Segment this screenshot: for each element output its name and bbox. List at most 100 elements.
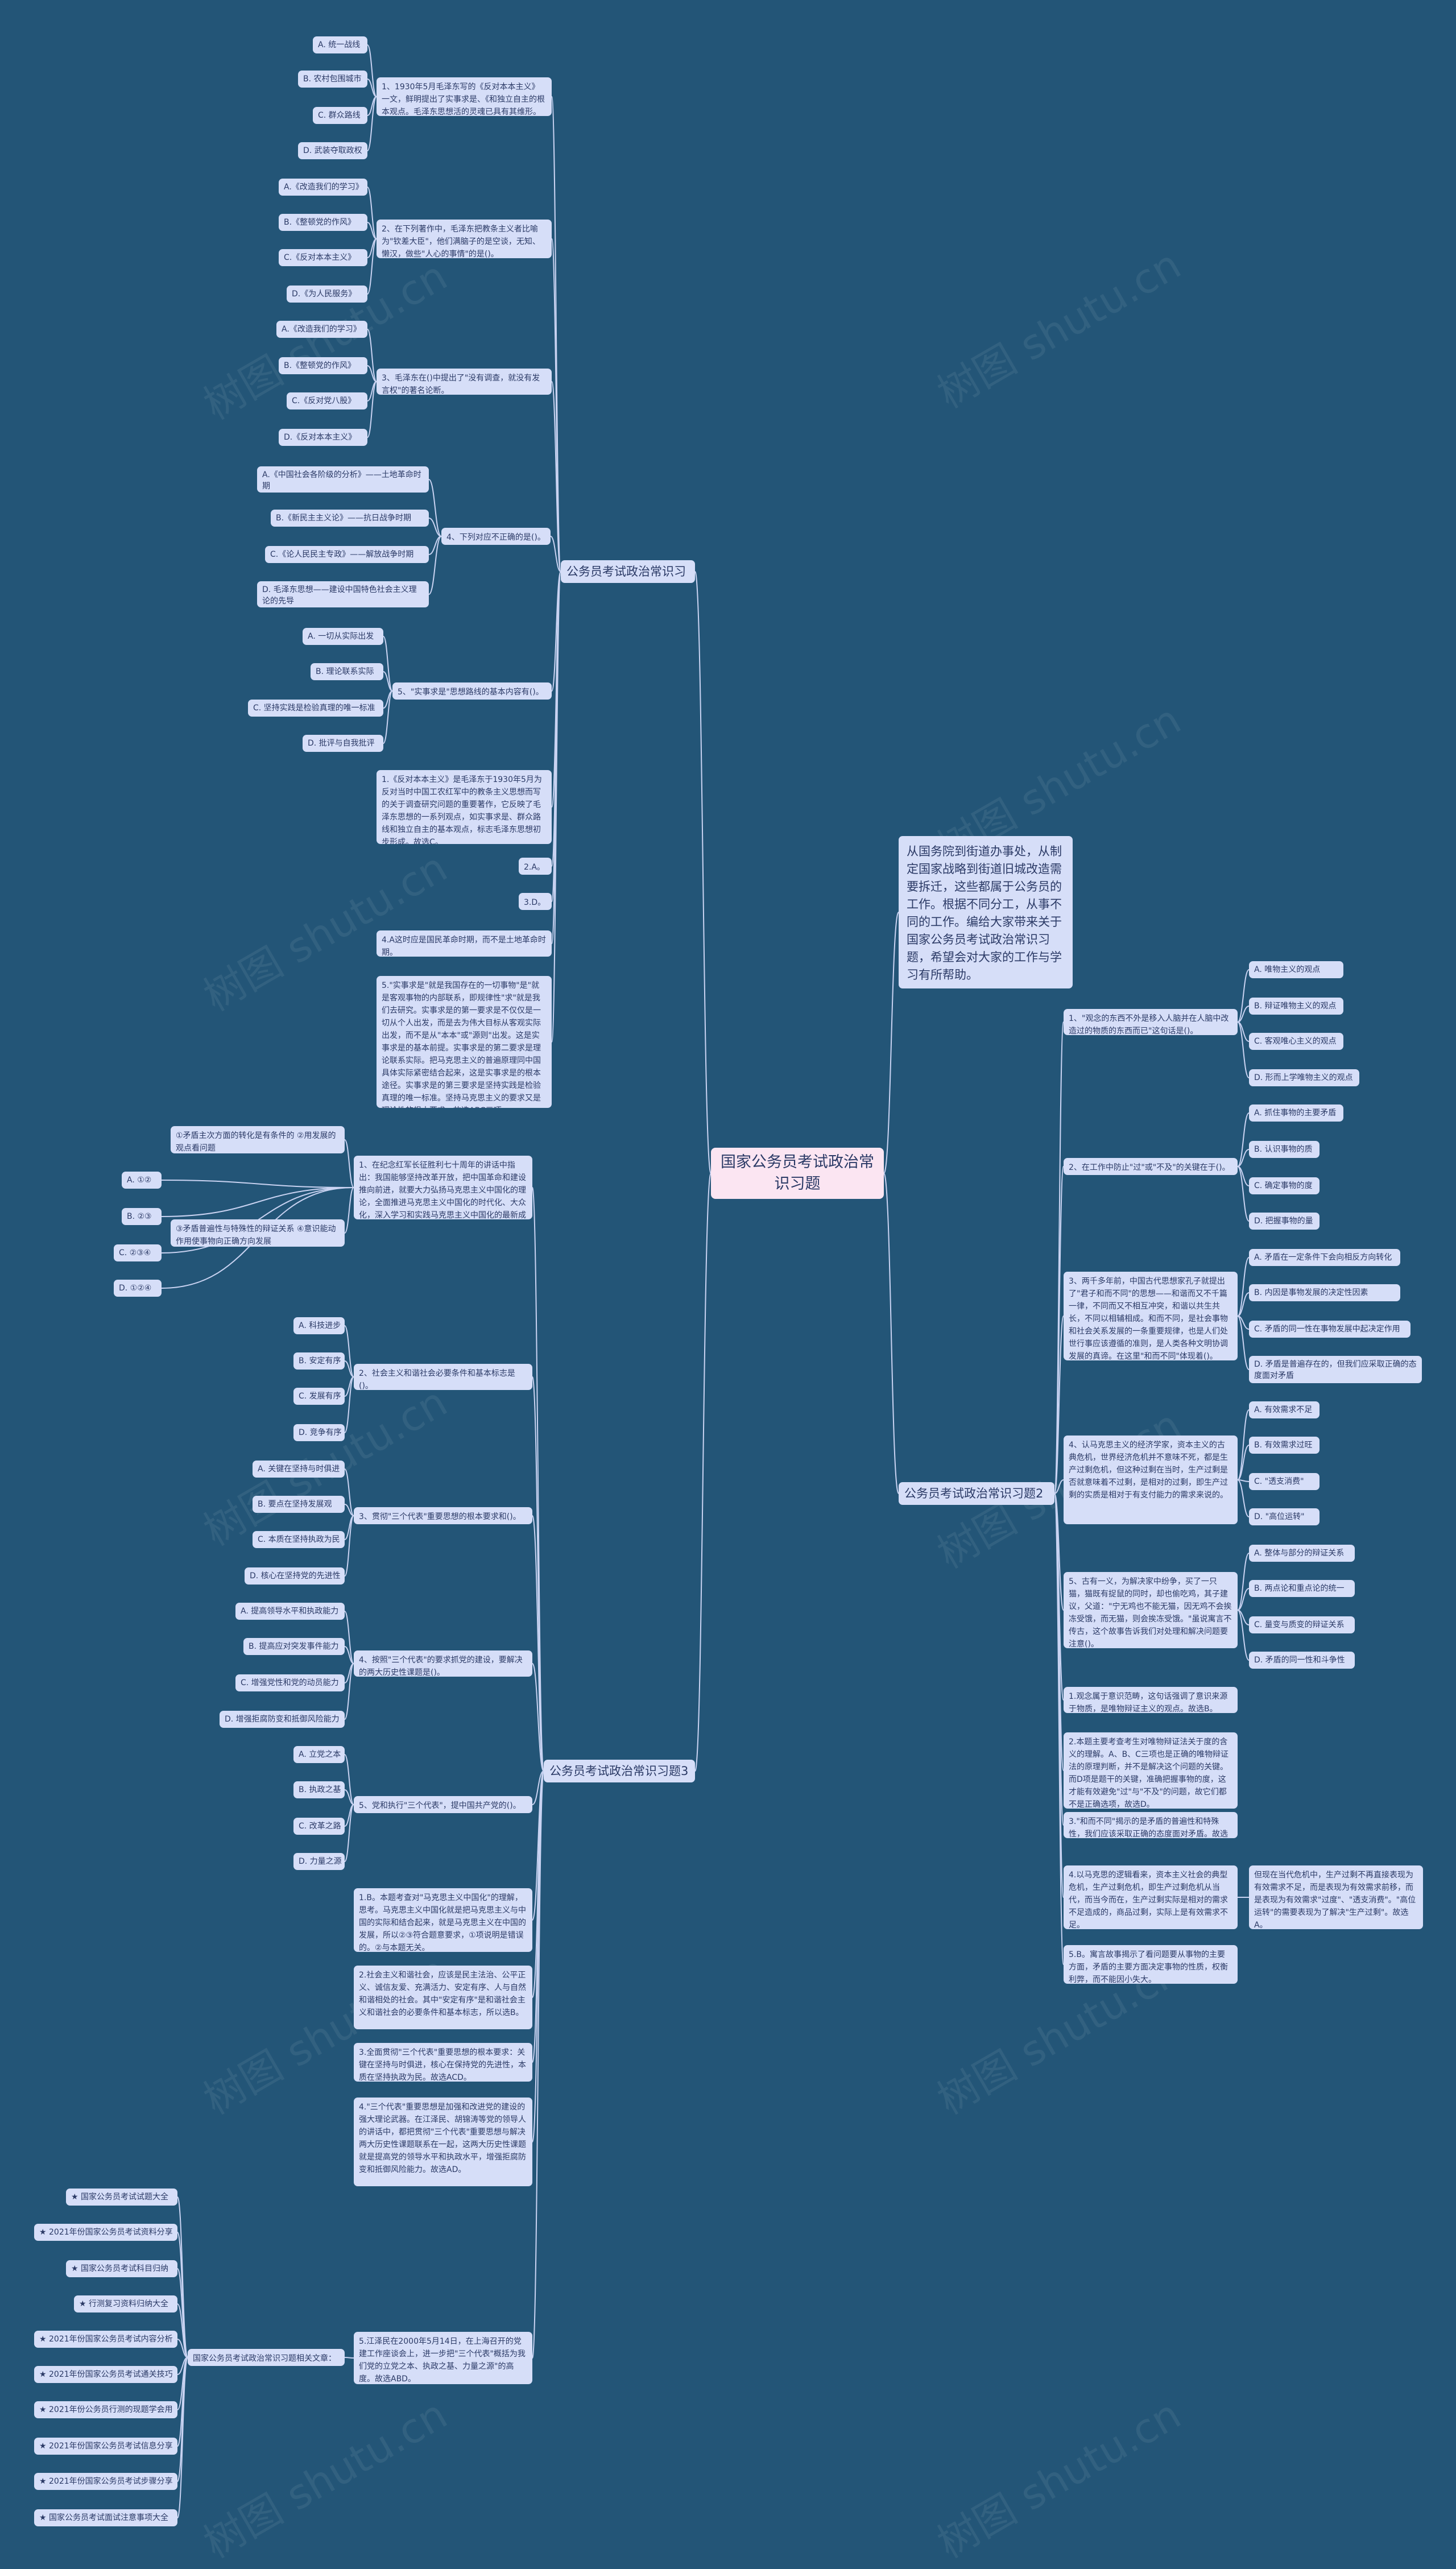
answer-node[interactable]: 3."和而不同"揭示的是矛盾的普遍性和特殊性，我们应该采取正确的态度面对矛盾。故… [1064, 1812, 1238, 1838]
option-node[interactable]: C. 群众路线 [313, 107, 367, 124]
branch-topic-3[interactable]: 公务员考试政治常识习题3 [544, 1760, 695, 1782]
statement-node[interactable]: ①矛盾主次方面的转化是有条件的 ②用发展的观点看问题 [171, 1126, 345, 1153]
option-node[interactable]: D. 矛盾的同一性和斗争性 [1249, 1652, 1355, 1669]
answer-node[interactable]: 5."实事求是"就是我国存在的一切事物"是"就是客观事物的内部联系，即规律性"求… [377, 976, 552, 1108]
answer-node[interactable]: 但现在当代危机中，生产过剩不再直接表现为有效需求不足，而是表现为有效需求前移，而… [1249, 1865, 1423, 1929]
answer-node[interactable]: 3.全面贯彻"三个代表"重要思想的根本要求：关键在坚持与时俱进，核心在保持党的先… [354, 2043, 532, 2082]
option-node[interactable]: D. 增强拒腐防变和抵御风险能力 [220, 1711, 345, 1728]
question-node[interactable]: 3、毛泽东在()中提出了"没有调查，就没有发言权"的著名论断。 [377, 369, 552, 395]
option-node[interactable]: D. 批评与自我批评 [303, 735, 383, 752]
option-node[interactable]: D. 毛泽东思想——建设中国特色社会主义理论的先导 [257, 581, 429, 607]
option-node[interactable]: B. 要点在坚持发展观 [253, 1496, 345, 1513]
option-node[interactable]: C. 本质在坚持执政为民 [253, 1531, 345, 1548]
option-node[interactable]: B.《新民主主义论》——抗日战争时期 [271, 510, 429, 527]
question-node[interactable]: 3、两千多年前，中国古代思想家孔子就提出了"君子和而不同"的思想——和谐而又不千… [1064, 1272, 1238, 1360]
option-node[interactable]: A. 有效需求不足 [1249, 1401, 1320, 1418]
option-node[interactable]: C. 增强党性和党的动员能力 [235, 1674, 345, 1691]
option-node[interactable]: C.《反对党八股》 [287, 392, 367, 409]
answer-node[interactable]: 4.以马克思的逻辑看来，资本主义社会的典型危机，生产过剩危机，即生产过剩危机从当… [1064, 1865, 1238, 1929]
option-node[interactable]: A.《中国社会各阶级的分析》——土地革命时期 [257, 466, 429, 493]
option-node[interactable]: C.《论人民民主专政》——解放战争时期 [265, 546, 429, 563]
option-node[interactable]: B. 辩证唯物主义的观点 [1249, 998, 1343, 1015]
option-node[interactable]: C. "透支消费" [1249, 1473, 1320, 1490]
related-article-link[interactable]: ★ 行测复习资料归纳大全 [74, 2295, 177, 2312]
branch-topic-1[interactable]: 公务员考试政治常识习题1 [561, 560, 695, 583]
option-node[interactable]: D. 武装夺取政权 [298, 142, 367, 159]
option-node[interactable]: C. ②③④ [114, 1244, 162, 1261]
answer-node[interactable]: 2.A。 [519, 858, 552, 875]
answer-node[interactable]: 1.《反对本本主义》是毛泽东于1930年5月为反对当时中国工农红军中的教条主义思… [377, 770, 552, 844]
question-node[interactable]: 5、党和执行"三个代表"，提中国共产党的()。 [354, 1796, 532, 1813]
question-node[interactable]: 2、社会主义和谐社会必要条件和基本标志是()。 [354, 1364, 532, 1390]
option-node[interactable]: D. ①②④ [114, 1280, 162, 1297]
intro-text[interactable]: 从国务院到街道办事处，从制定国家战略到街道旧城改造需要拆迁，这些都属于公务员的工… [899, 836, 1073, 988]
answer-node[interactable]: 4."三个代表"重要思想是加强和改进党的建设的强大理论武器。在江泽民、胡锦涛等党… [354, 2098, 532, 2186]
branch-topic-2[interactable]: 公务员考试政治常识习题2 [899, 1482, 1054, 1505]
option-node[interactable]: D. 矛盾是普遍存在的，但我们应采取正确的态度面对矛盾 [1249, 1356, 1422, 1383]
option-node[interactable]: B. 农村包围城市 [298, 71, 367, 88]
option-node[interactable]: B.《整顿党的作风》 [279, 214, 367, 231]
option-node[interactable]: B. 执政之基 [293, 1781, 345, 1798]
option-node[interactable]: D.《反对本本主义》 [279, 429, 367, 446]
question-node[interactable]: 4、下列对应不正确的是()。 [441, 528, 551, 545]
related-article-link[interactable]: ★ 国家公务员考试科目归纳 [66, 2260, 177, 2277]
question-node[interactable]: 1、在纪念红军长征胜利七十周年的讲话中指出：我国能够坚持改革开放，把中国革命和建… [354, 1156, 532, 1219]
question-node[interactable]: 5、古有一义，为解决家中纷争，买了一只猫，猫既有捉鼠的同时，却也偷吃鸡，其子建议… [1064, 1572, 1238, 1648]
option-node[interactable]: B. 有效需求过旺 [1249, 1437, 1320, 1454]
question-node[interactable]: 1、"观念的东西不外是移入人脑并在人脑中改造过的物质的东西而已"这句话是()。 [1064, 1009, 1238, 1035]
option-node[interactable]: C. 确定事物的度 [1249, 1177, 1320, 1194]
question-node[interactable]: 2、在下列著作中，毛泽东把教条主义者比喻为"钦差大臣"，他们满脑子的是空谈，无知… [377, 220, 552, 258]
option-node[interactable]: C. 坚持实践是检验真理的唯一标准 [248, 700, 383, 717]
option-node[interactable]: A. 一切从实际出发 [303, 628, 383, 645]
related-article-link[interactable]: ★ 2021年份国家公务员考试内容分析 [34, 2331, 177, 2348]
option-node[interactable]: A. ①② [122, 1172, 162, 1189]
option-node[interactable]: A.《改造我们的学习》 [276, 321, 367, 338]
option-node[interactable]: A. 科技进步 [293, 1317, 345, 1334]
option-node[interactable]: D. 把握事物的量 [1249, 1213, 1320, 1230]
answer-node[interactable]: 1.观念属于意识范畴，这句话强调了意识来源于物质，是唯物辩证主义的观点。故选B。 [1064, 1687, 1238, 1713]
option-node[interactable]: B. 安定有序 [293, 1352, 345, 1370]
option-node[interactable]: A. 抓住事物的主要矛盾 [1249, 1104, 1343, 1122]
option-node[interactable]: C. 发展有序 [293, 1388, 345, 1405]
option-node[interactable]: C. 改革之路 [293, 1818, 345, 1835]
option-node[interactable]: B. 理论联系实际 [311, 663, 383, 680]
option-node[interactable]: A. 立党之本 [293, 1746, 345, 1763]
answer-node[interactable]: 2.社会主义和谐社会，应该是民主法治、公平正义、诚信友爱、充满活力、安定有序、人… [354, 1966, 532, 2029]
related-article-link[interactable]: ★ 2021年份国家公务员考试资料分享 [34, 2224, 177, 2241]
option-node[interactable]: B. 两点论和重点论的统一 [1249, 1580, 1355, 1597]
question-node[interactable]: 1、1930年5月毛泽东写的《反对本本主义》一文，鲜明提出了实事求是、《和独立自… [377, 77, 552, 116]
option-node[interactable]: A. 提高领导水平和执政能力 [235, 1603, 345, 1620]
option-node[interactable]: D.《为人民服务》 [287, 286, 367, 303]
related-article-link[interactable]: ★ 2021年份国家公务员考试信息分享 [34, 2438, 177, 2455]
statement-node[interactable]: ③矛盾普遍性与特殊性的辩证关系 ④意识能动作用使事物向正确方向发展 [171, 1219, 345, 1247]
option-node[interactable]: D. 形而上学唯物主义的观点 [1249, 1069, 1359, 1086]
option-node[interactable]: C. 矛盾的同一性在事物发展中起决定作用 [1249, 1321, 1410, 1338]
option-node[interactable]: B.《整顿党的作风》 [279, 357, 367, 374]
related-article-link[interactable]: ★ 国家公务员考试试题大全 [66, 2189, 177, 2206]
option-node[interactable]: A. 唯物主义的观点 [1249, 961, 1343, 978]
question-node[interactable]: 5、"实事求是"思想路线的基本内容有()。 [392, 682, 552, 700]
option-node[interactable]: B. ②③ [122, 1208, 162, 1225]
option-node[interactable]: C. 量变与质变的辩证关系 [1249, 1616, 1355, 1633]
option-node[interactable]: A. 统一战线 [313, 36, 367, 53]
option-node[interactable]: A. 关键在坚持与时俱进 [253, 1461, 345, 1478]
option-node[interactable]: B. 认识事物的质 [1249, 1141, 1320, 1158]
option-node[interactable]: D. "高位运转" [1249, 1508, 1320, 1525]
related-article-link[interactable]: ★ 2021年份国家公务员考试通关技巧 [34, 2366, 177, 2383]
option-node[interactable]: B. 内因是事物发展的决定性因素 [1249, 1284, 1400, 1301]
related-articles-title[interactable]: 国家公务员考试政治常识习题相关文章： [188, 2349, 345, 2366]
question-node[interactable]: 2、在工作中防止"过"或"不及"的关键在于()。 [1064, 1158, 1238, 1175]
option-node[interactable]: D. 竞争有序 [293, 1424, 345, 1441]
option-node[interactable]: A. 矛盾在一定条件下会向相反方向转化 [1249, 1249, 1400, 1266]
option-node[interactable]: D. 力量之源 [293, 1853, 345, 1870]
question-node[interactable]: 4、按照"三个代表"的要求抓党的建设，要解决的两大历史性课题是()。 [354, 1650, 532, 1677]
answer-node[interactable]: 2.本题主要考查考生对唯物辩证法关于度的含义的理解。A、B、C三项也是正确的唯物… [1064, 1732, 1238, 1809]
option-node[interactable]: C. 客观唯心主义的观点 [1249, 1033, 1343, 1050]
question-node[interactable]: 3、贯彻"三个代表"重要思想的根本要求和()。 [354, 1507, 532, 1524]
answer-node[interactable]: 3.D。 [519, 893, 552, 910]
related-article-link[interactable]: ★ 2021年份公务员行测的现题学会用 [34, 2401, 177, 2418]
related-article-link[interactable]: ★ 国家公务员考试面试注意事项大全 [34, 2509, 177, 2526]
answer-node[interactable]: 1.B。本题考查对"马克思主义中国化"的理解，思考。马克思主义中国化就是把马克思… [354, 1888, 532, 1952]
option-node[interactable]: A. 整体与部分的辩证关系 [1249, 1545, 1355, 1562]
option-node[interactable]: A.《改造我们的学习》 [279, 179, 367, 196]
